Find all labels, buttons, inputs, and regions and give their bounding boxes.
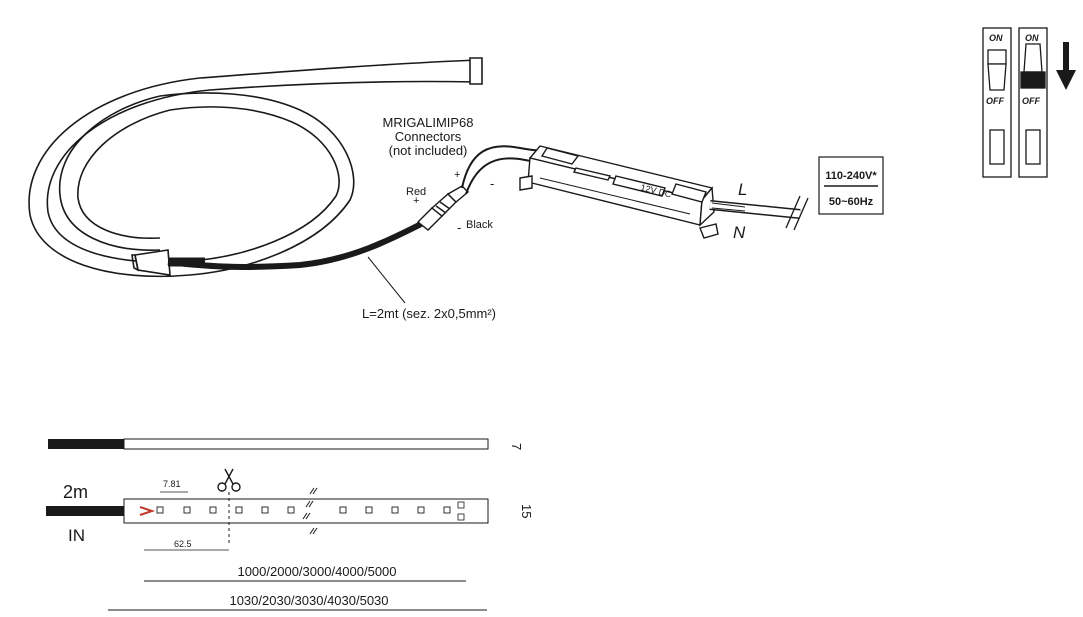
switch2-off-label: OFF — [1022, 96, 1040, 106]
led-chips — [156, 506, 451, 514]
red-sign: + — [413, 195, 419, 207]
switch1-on-label: ON — [989, 33, 1003, 43]
connector-line3: (not included) — [389, 143, 468, 158]
mains-spec-box: 110-240V* 50~60Hz — [818, 156, 884, 215]
strip-side-profile — [48, 438, 489, 450]
live-label: L — [738, 180, 747, 199]
length-row-2: 1030/2030/3030/4030/5030 — [229, 593, 388, 608]
plus-sign: + — [454, 169, 460, 181]
led-pitch-dim: 7.81 — [163, 479, 181, 489]
connector — [416, 185, 470, 231]
minus-sign: - — [490, 176, 494, 191]
connector-line2: Connectors — [395, 129, 462, 144]
output-cable — [167, 219, 427, 270]
scissors-icon — [217, 468, 241, 492]
switch-on — [982, 27, 1012, 178]
arrow-down-icon — [1056, 42, 1076, 90]
cut-pitch-dim: 62.5 — [174, 539, 192, 549]
cable-length-label: L=2mt (sez. 2x0,5mm²) — [362, 306, 496, 321]
neutral-label: N — [733, 223, 746, 242]
in-label: IN — [68, 526, 85, 545]
switch-off — [1018, 27, 1048, 178]
connector-code: MRIGALIMIP68 — [382, 115, 473, 130]
red-wire-label: Red — [406, 186, 426, 198]
power-supply — [519, 145, 719, 239]
cable-length-dim: 2m — [63, 482, 88, 502]
cable-length-leader — [367, 256, 406, 304]
led-strip-coil — [28, 57, 483, 278]
black-sign: - — [457, 220, 461, 235]
switch1-off-label: OFF — [986, 96, 1004, 106]
voltage-label: 110-240V* — [825, 170, 877, 182]
height-dim: 7 — [509, 443, 524, 450]
length-row-1: 1000/2000/3000/4000/5000 — [237, 564, 396, 579]
switch2-on-label: ON — [1025, 33, 1039, 43]
frequency-label: 50~60Hz — [829, 196, 874, 208]
break-marks — [302, 487, 318, 535]
width-dim: 15 — [519, 504, 534, 518]
black-wire-label: Black — [466, 219, 493, 231]
